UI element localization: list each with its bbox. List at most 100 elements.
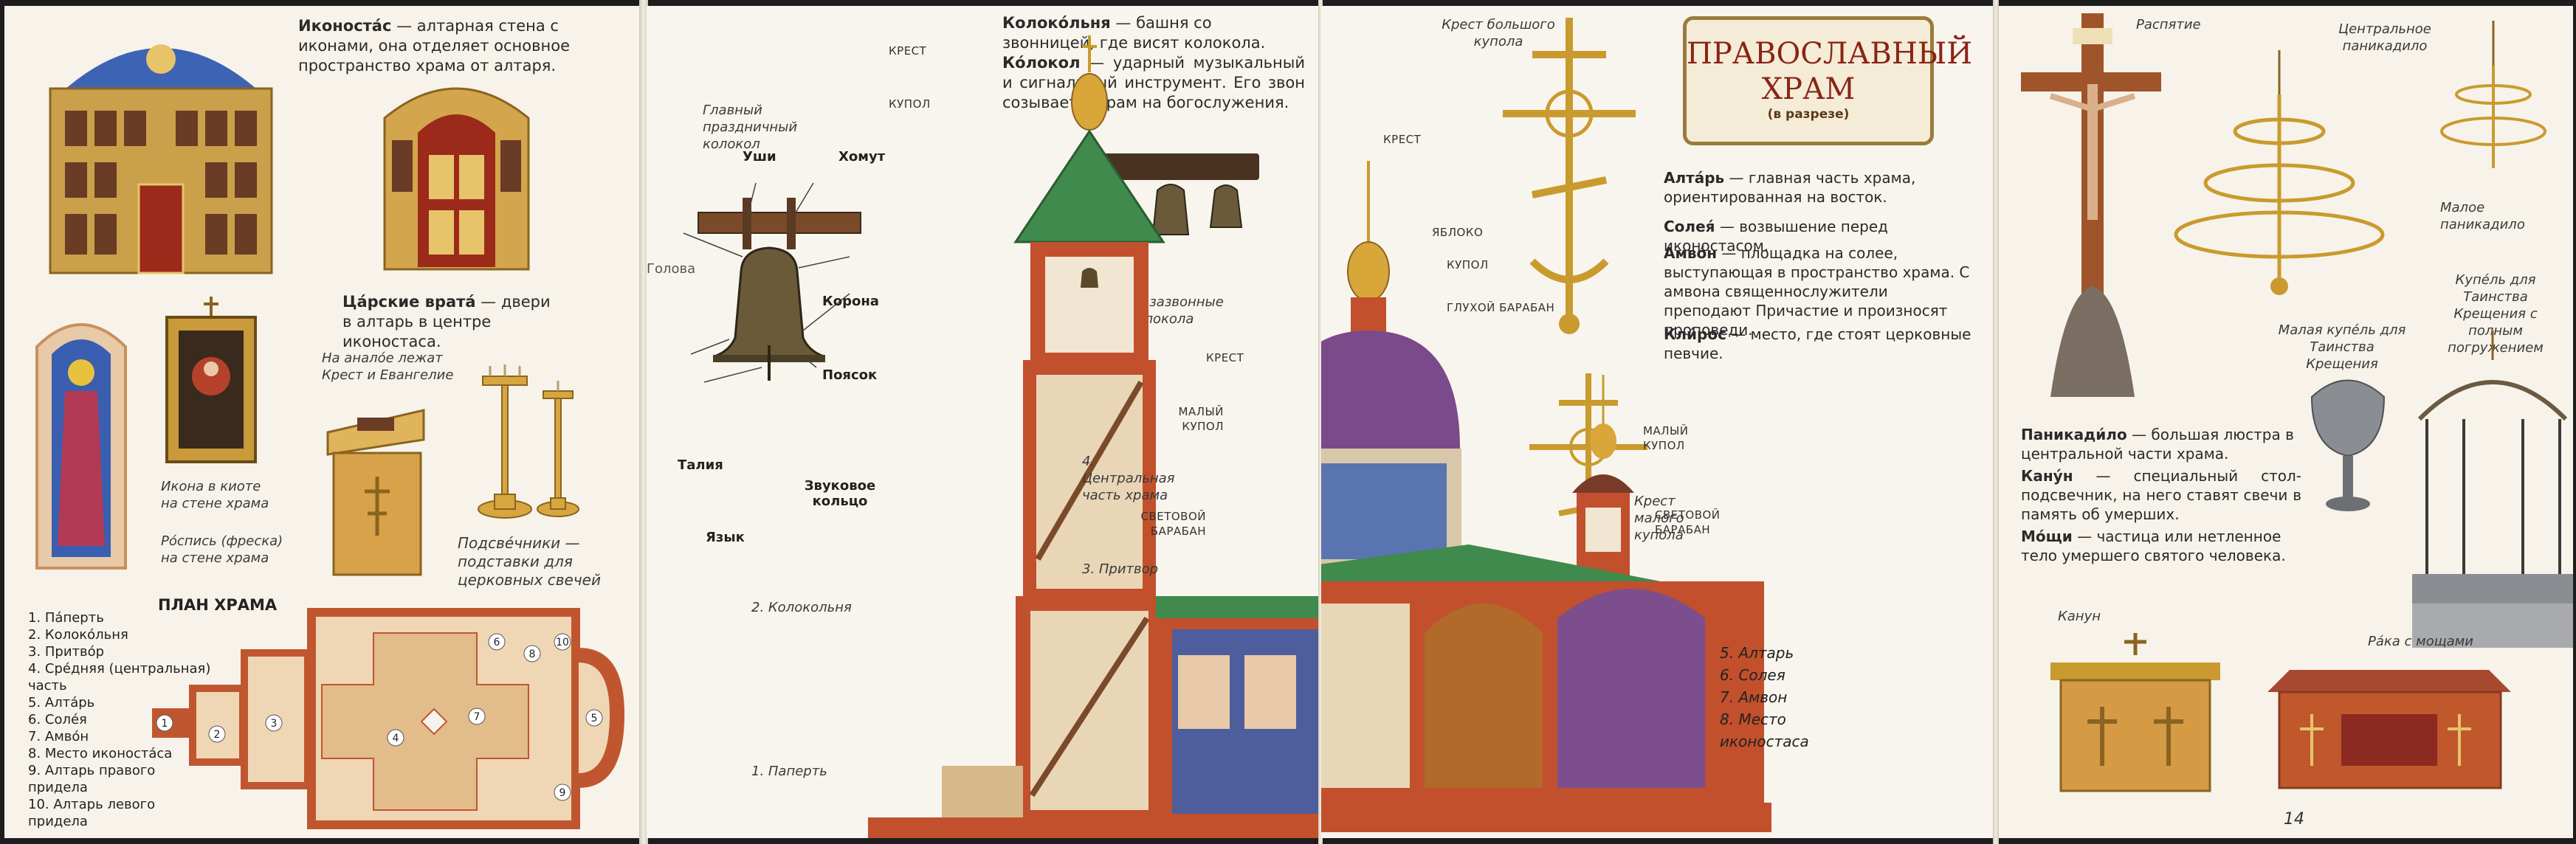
central-chandelier-caption: Центральное паникадило bbox=[2338, 21, 2431, 54]
small-font-illustration bbox=[2310, 379, 2386, 511]
raka-illustration bbox=[2267, 670, 2511, 789]
legend-item: 7. Амво́н bbox=[28, 729, 89, 744]
legend-item: 6. Соле́я bbox=[28, 712, 87, 727]
legend-item: 8. Место иконоста́са bbox=[28, 746, 173, 761]
font-full-caption: Купе́ль для Таинства Крещения с полным п… bbox=[2448, 272, 2544, 356]
kolokolnya-label: 2. Колокольня bbox=[751, 600, 852, 615]
label-krest-tower: КРЕСТ bbox=[889, 44, 927, 58]
candlesticks-definition: Подсве́чники — подставки для церковных с… bbox=[458, 534, 601, 589]
temple-crosssection bbox=[1321, 161, 1771, 832]
page-iconostasis: Иконоста́с — алтарная стена с иконами, о… bbox=[4, 6, 641, 838]
plan-title: ПЛАН ХРАМА bbox=[158, 596, 278, 614]
bell-part-khomut: Хомут bbox=[838, 149, 886, 165]
page-title-line2: ХРАМ bbox=[1761, 72, 1856, 106]
label-glukhoy-baraban: ГЛУХОЙ БАРАБАН bbox=[1447, 301, 1555, 314]
title-cartouche: ПРАВОСЛАВНЫЙ ХРАМ (в разрезе) bbox=[1683, 16, 1973, 145]
main-bell-caption: Главный праздничный колокол bbox=[703, 103, 798, 152]
plan-num-3: 3 bbox=[271, 718, 278, 730]
analoy-caption: На анало́е лежат Крест и Евангелие bbox=[322, 350, 454, 383]
font-small-caption: Малая купе́ль для Таинства Крещения bbox=[2278, 322, 2406, 372]
fresco-caption: Ро́спись (фреска) на стене храма bbox=[161, 533, 283, 566]
church-plan: 1 2 3 4 5 6 7 8 9 10 bbox=[152, 608, 624, 829]
plan-num-5: 5 bbox=[591, 713, 598, 724]
label-maly-kupol: МАЛЫЙ КУПОЛ bbox=[1178, 405, 1224, 433]
bell-part-poyasok: Поясок bbox=[822, 367, 878, 383]
label-svetovoy-right: СВЕТОВОЙ БАРАБАН bbox=[1655, 508, 1721, 536]
legend-item: 9. Алтарь правого придела bbox=[28, 763, 156, 795]
bell-part-yazyk: Язык bbox=[706, 530, 745, 545]
plan-legend: 1. Па́перть 2. Колоко́льня 3. Притво́р 4… bbox=[28, 609, 213, 830]
crucifix-caption: Распятие bbox=[2136, 17, 2201, 32]
kanun-definition: Кану́н — специальный стол-подсвечник, на… bbox=[2021, 467, 2301, 523]
page-title-line1: ПРАВОСЛАВНЫЙ bbox=[1687, 37, 1973, 71]
icon-caption: Икона в киоте на стене храма bbox=[161, 479, 269, 511]
crucifix-illustration bbox=[2021, 13, 2161, 397]
bell-tower-definition: Колоко́льня — башня со звонницей, где ви… bbox=[1002, 14, 1266, 52]
label-kupol-tower: КУПОЛ bbox=[889, 97, 931, 111]
pritvor-label: 3. Притвор bbox=[1082, 561, 1159, 577]
bell-part-golova: Голова bbox=[647, 261, 696, 277]
panikadilo-definition: Паникади́ло — большая люстра в центральн… bbox=[2021, 426, 2294, 463]
label-maly-kupol-right: МАЛЫЙ КУПОЛ bbox=[1643, 424, 1689, 452]
central-part-label: 4. Центральная часть храма bbox=[1082, 454, 1175, 503]
iconostasis-illustration bbox=[49, 44, 273, 274]
big-cross-caption: Крест большого купола bbox=[1442, 17, 1555, 49]
page-subtitle: (в разрезе) bbox=[1767, 107, 1850, 122]
legend-item: 3. Притво́р bbox=[28, 644, 105, 660]
page-gutter bbox=[639, 0, 648, 844]
small-chandelier-illustration bbox=[2440, 21, 2546, 168]
page-gutter bbox=[1993, 0, 1999, 844]
legend-item: 1. Па́перть bbox=[28, 610, 104, 626]
page-church-objects: Распятие Центральное паникадило Малое па… bbox=[1999, 6, 2573, 838]
plan-num-10: 10 bbox=[556, 637, 569, 648]
full-font-illustration bbox=[2412, 331, 2573, 648]
kanun-caption: Канун bbox=[2058, 609, 2101, 624]
legend-item: 4. Сре́дняя (центральная) часть bbox=[28, 661, 211, 693]
legend-item: 5. Алта́рь bbox=[28, 695, 95, 710]
central-chandelier-illustration bbox=[2174, 50, 2385, 295]
page-temple-section: ПРАВОСЛАВНЫЙ ХРАМ (в разрезе) Крест боль… bbox=[1321, 6, 1993, 838]
label-kupol-main: КУПОЛ bbox=[1447, 258, 1489, 271]
plan-num-1: 1 bbox=[162, 718, 168, 730]
raka-caption: Ра́ка с мощами bbox=[2368, 634, 2473, 649]
legend-item: 6. Солея bbox=[1720, 666, 1785, 684]
kliros-definition: Кли́рос — место, где стоят церковные пев… bbox=[1664, 325, 1971, 362]
label-svetovoy-baraban: СВЕТОВОЙ БАРАБАН bbox=[1140, 510, 1206, 538]
page-bell-tower: Колоко́льня — башня со звонницей, где ви… bbox=[647, 6, 1320, 838]
soleya-definition: Солея́ — возвышение перед иконостасом. bbox=[1664, 218, 1888, 255]
candlesticks-illustration bbox=[478, 364, 579, 519]
plan-num-8: 8 bbox=[529, 648, 536, 660]
legend-item: 2. Колоко́льня bbox=[28, 627, 128, 643]
small-chandelier-caption: Малое паникадило bbox=[2440, 200, 2525, 232]
legend-item: 8. Место иконостаса bbox=[1720, 710, 1809, 750]
legend-item: 5. Алтарь bbox=[1720, 644, 1794, 662]
bell-part-taliya: Талия bbox=[678, 457, 723, 473]
icon-kiot-illustration bbox=[165, 297, 257, 463]
big-cross-illustration bbox=[1503, 18, 1636, 334]
label-krest-main: КРЕСТ bbox=[1383, 133, 1422, 146]
altar-definition: Алта́рь — главная часть храма, ориентиро… bbox=[1664, 169, 1916, 206]
page-number: 14 bbox=[2284, 810, 2304, 829]
main-bell-illustration bbox=[683, 182, 861, 383]
iconostasis-definition: Иконоста́с — алтарная стена с иконами, о… bbox=[298, 17, 570, 75]
legend-item: 7. Амвон bbox=[1720, 688, 1788, 706]
plan-num-4: 4 bbox=[393, 733, 399, 744]
fresco-illustration bbox=[35, 323, 127, 570]
label-krest-small: КРЕСТ bbox=[1206, 351, 1244, 364]
plan-num-9: 9 bbox=[559, 787, 566, 799]
amvon-definition: Амво́н — площадка на солее, выступающая … bbox=[1664, 244, 1970, 339]
center-fold bbox=[1318, 0, 1323, 844]
royal-doors-illustration bbox=[383, 87, 530, 271]
moshchi-definition: Мо́щи — частица или нетленное тело умерш… bbox=[2021, 528, 2286, 564]
royal-doors-definition: Ца́рские врата́ — двери в алтарь в центр… bbox=[342, 293, 551, 350]
plan-num-6: 6 bbox=[494, 637, 500, 648]
bell-part-zvukovoe: Звуковое кольцо bbox=[804, 478, 876, 509]
bell-part-ushi: Уши bbox=[743, 149, 776, 165]
legend-item: 10. Алтарь левого придела bbox=[28, 797, 156, 829]
analoy-illustration bbox=[326, 409, 425, 576]
altar-legend: 5. Алтарь 6. Солея 7. Амвон 8. Место ико… bbox=[1720, 642, 1823, 753]
label-yabloko: ЯБЛОКО bbox=[1432, 226, 1484, 239]
bell-part-korona: Корона bbox=[822, 294, 879, 309]
plan-num-2: 2 bbox=[214, 729, 221, 741]
small-cross-caption: Крест малого купола bbox=[1634, 494, 1684, 543]
